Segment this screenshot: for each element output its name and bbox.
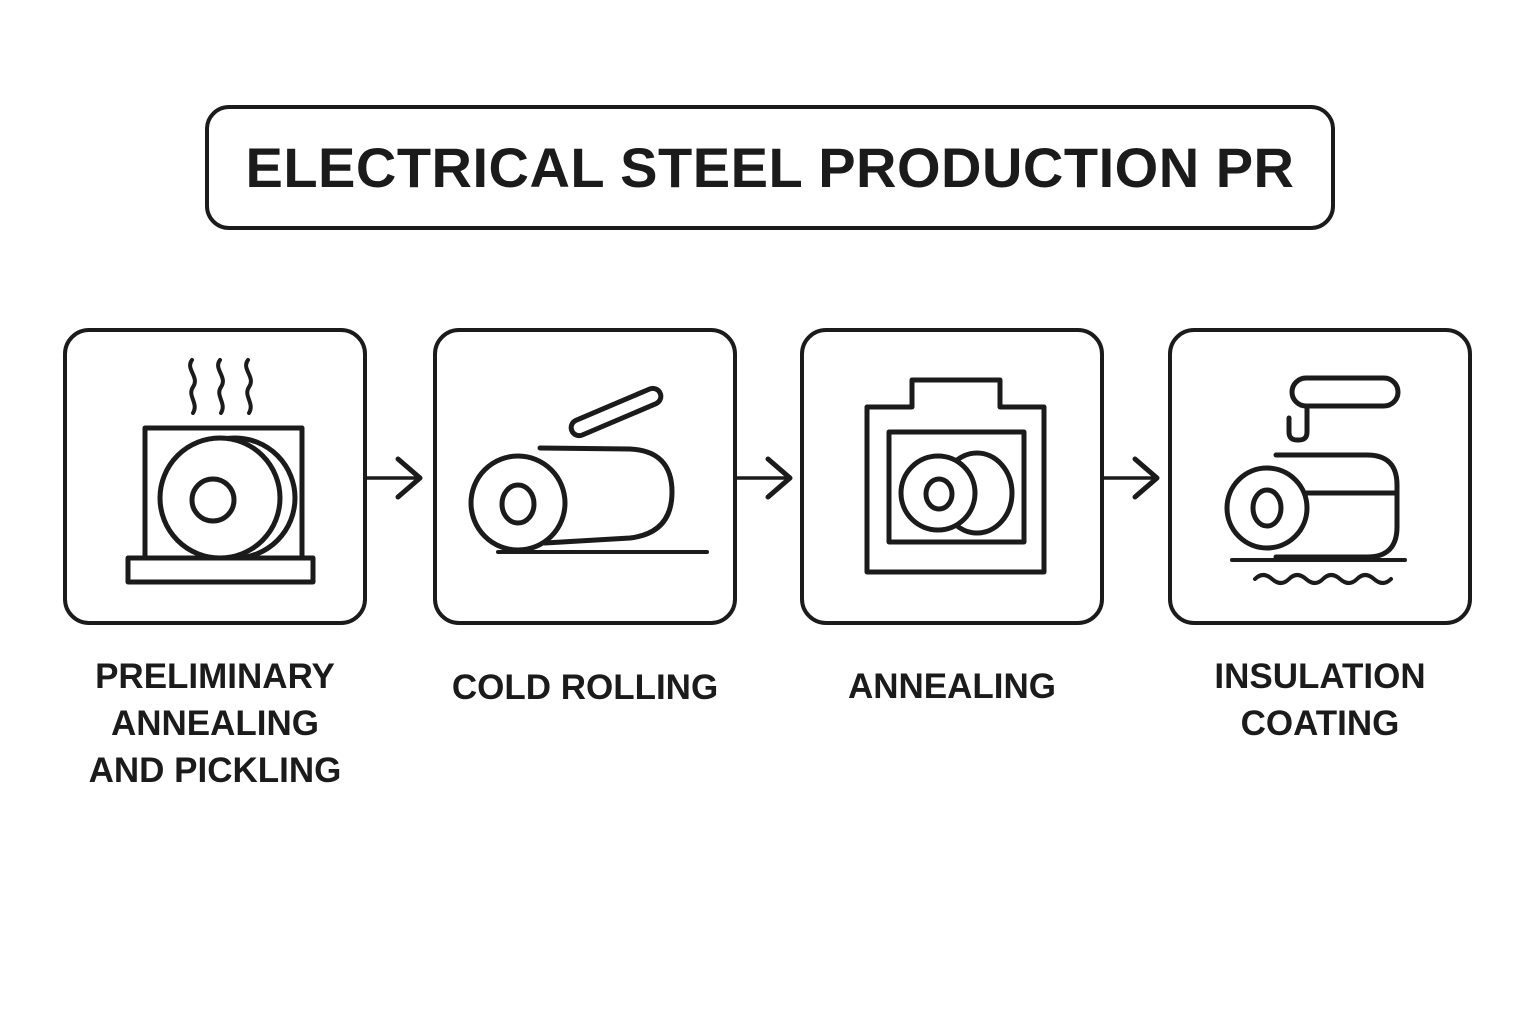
- step-box-cold-rolling: [433, 328, 737, 625]
- step-label-insulation-coating: INSULATION COATING: [1214, 657, 1426, 743]
- steel-coil-in-furnace-with-heat-icon: [125, 358, 316, 585]
- step-box-annealing: [800, 328, 1104, 625]
- roll-front: [1224, 465, 1310, 551]
- heat-wave-icon: [188, 358, 197, 415]
- coil-core: [923, 476, 955, 512]
- title-box: ELECTRICAL STEEL PRODUCTION PR: [205, 105, 1335, 230]
- furnace-chamber: [886, 429, 1027, 545]
- steel-roll-with-rolling-bar-icon: [468, 385, 709, 554]
- roll-body: [1273, 452, 1400, 560]
- step-label-cold-rolling: COLD ROLLING: [451, 668, 719, 707]
- coil-front: [157, 435, 283, 561]
- heat-wave-icon: [244, 358, 253, 415]
- step-label-annealing: ANNEALING: [847, 667, 1057, 706]
- coil-core: [189, 476, 237, 524]
- diagram-title: ELECTRICAL STEEL PRODUCTION PR: [245, 136, 1295, 199]
- furnace-base: [125, 555, 316, 585]
- flow-arrow-icon: [736, 456, 793, 500]
- step-box-preliminary-annealing-and-pickling: [63, 328, 367, 625]
- roll-core: [499, 482, 537, 526]
- furnace-outline: [864, 377, 1047, 575]
- paint-roller-icon: [1289, 375, 1401, 409]
- flow-arrow-icon: [366, 456, 423, 500]
- roll-body: [537, 445, 675, 546]
- roll-core: [1250, 487, 1284, 529]
- steel-roll-with-paint-roller-icon: [1224, 375, 1407, 585]
- roller-handle: [1286, 403, 1310, 443]
- roll-front: [468, 453, 568, 553]
- flow-arrow-icon: [1103, 456, 1160, 500]
- coating-wave-line: [1253, 573, 1393, 585]
- heat-wave-icon: [216, 358, 225, 415]
- step-label-preliminary-annealing-and-pickling: PRELIMINARY ANNEALING AND PICKLING: [88, 657, 342, 790]
- coil-front: [898, 453, 978, 533]
- step-box-insulation-coating: [1168, 328, 1472, 625]
- steel-coil-in-annealing-furnace-icon: [864, 377, 1047, 575]
- rolling-bar: [568, 385, 664, 439]
